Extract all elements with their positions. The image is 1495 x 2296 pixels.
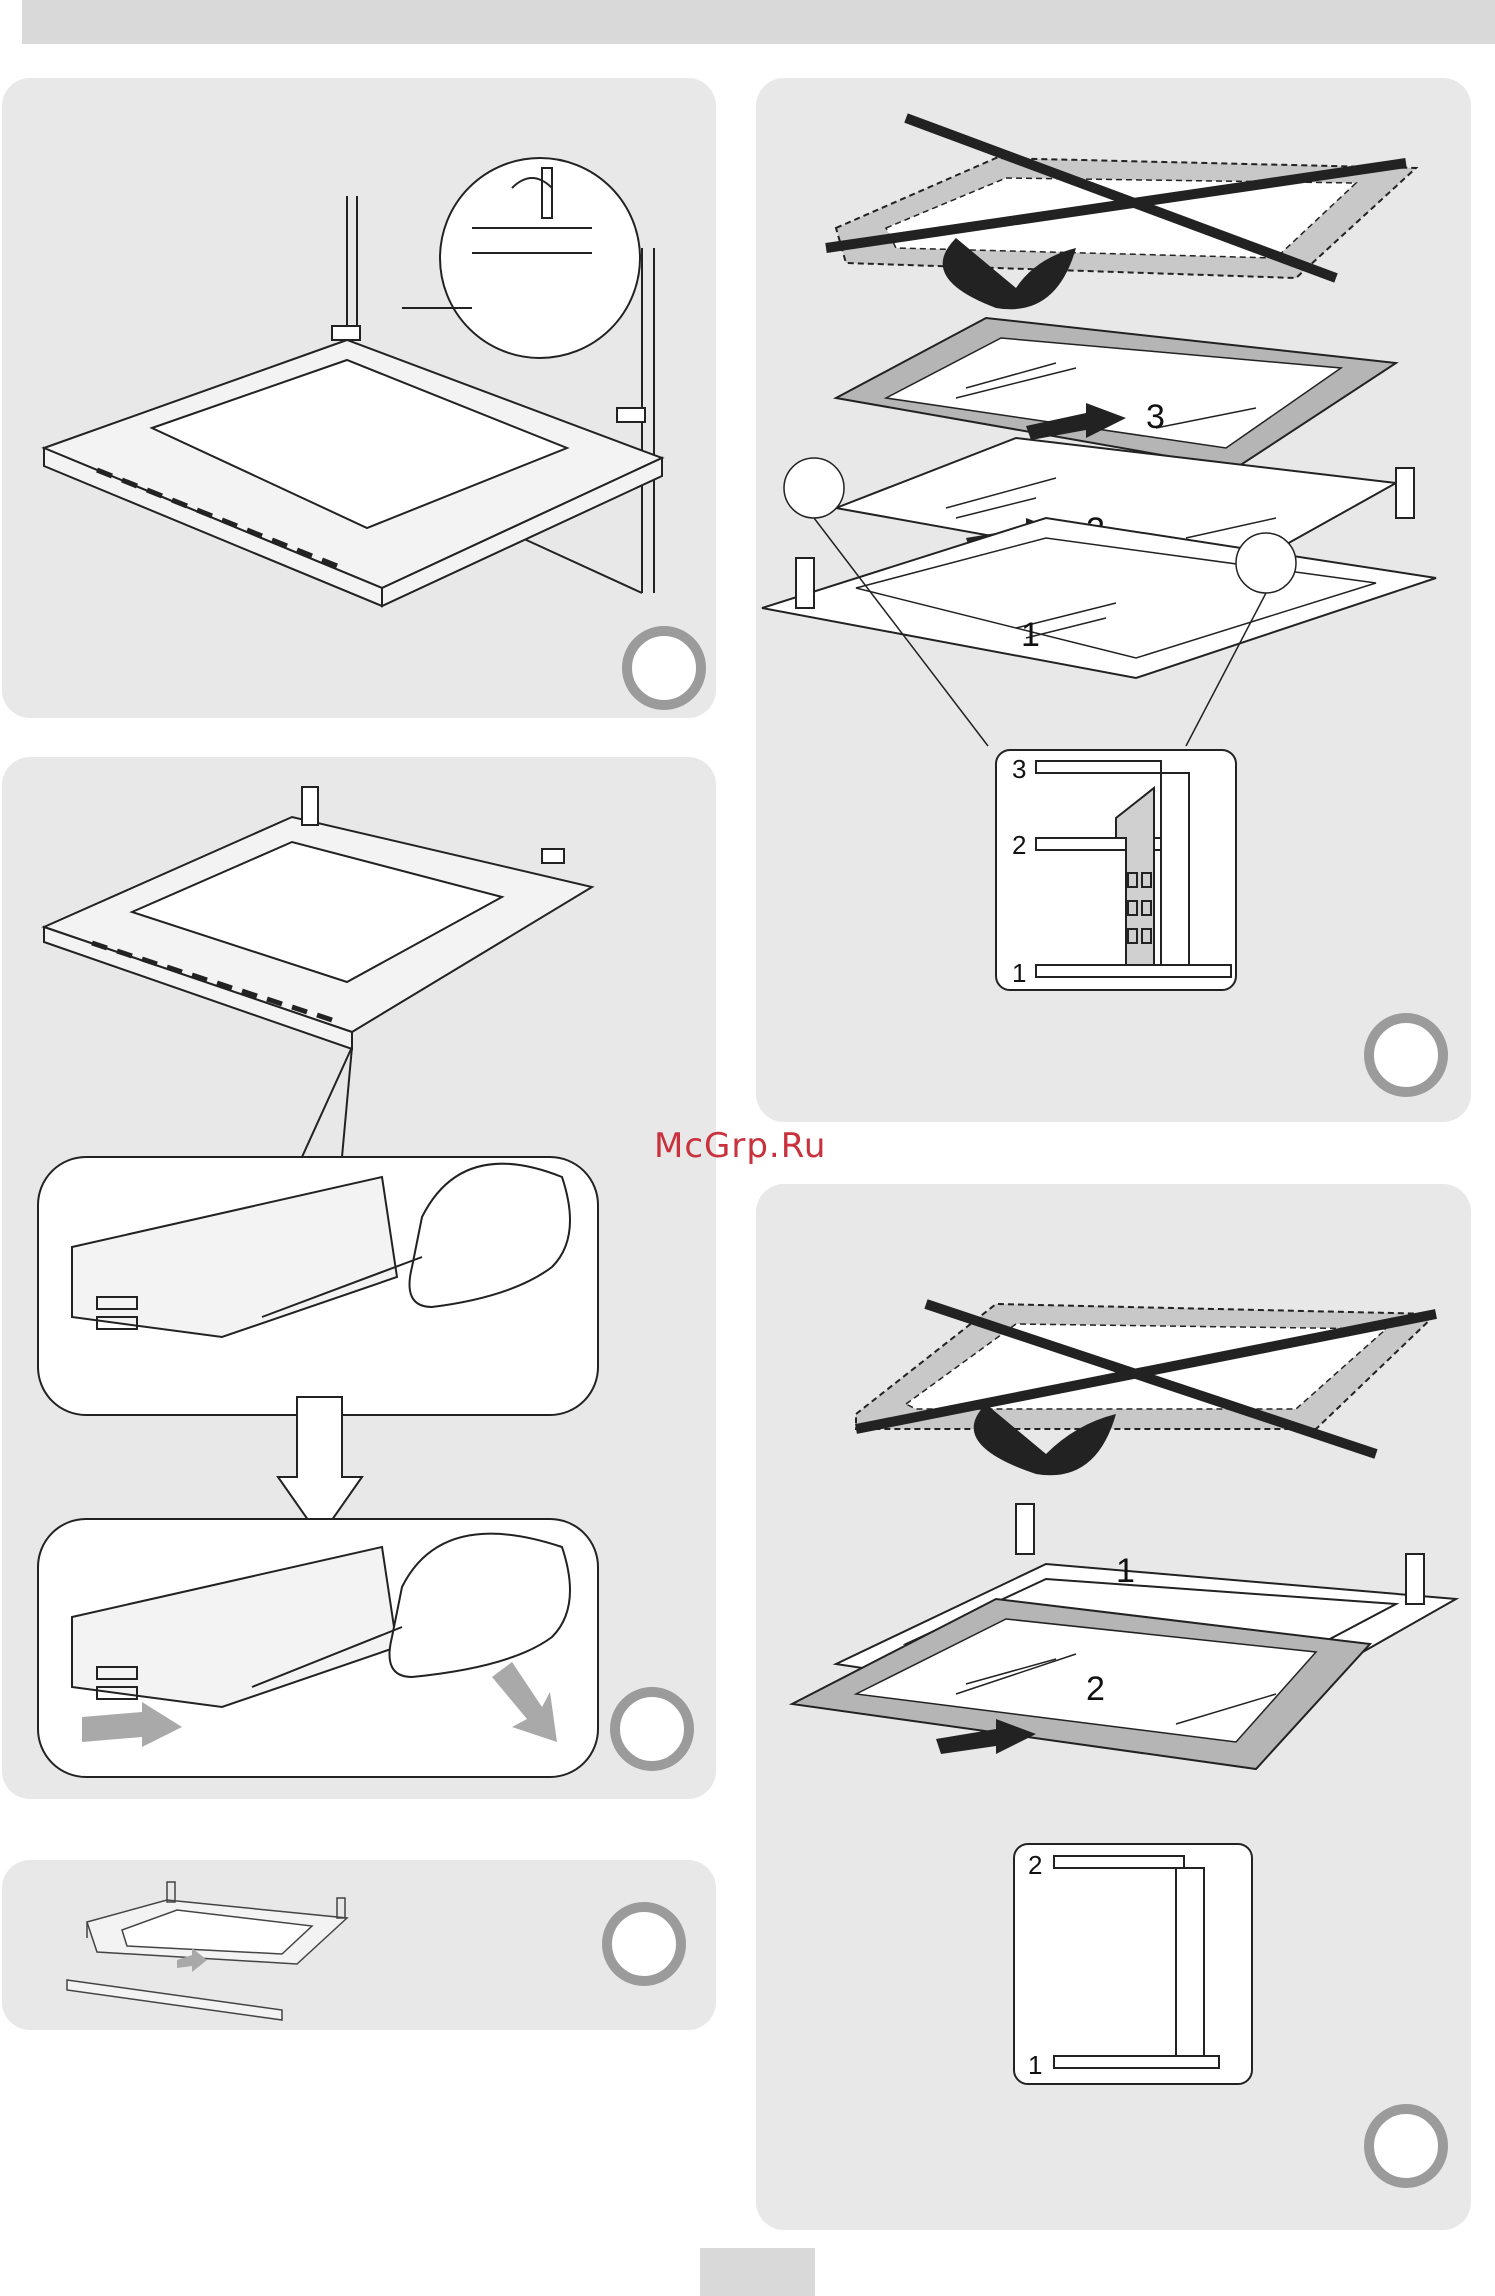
step-indicator-1 (622, 626, 706, 710)
detail-label-2: 2 (1012, 830, 1026, 860)
illustration-open-door (2, 78, 716, 718)
detail-label-2b: 2 (1028, 1850, 1042, 1880)
step-indicator-2 (610, 1687, 694, 1771)
detail-label-1: 1 (1012, 958, 1026, 988)
detail-label-1b: 1 (1028, 2050, 1042, 2080)
illustration-remove-frame (2, 757, 716, 1799)
header-bar (22, 0, 1495, 44)
step-indicator-5 (1364, 2104, 1448, 2188)
panel-removed-parts (2, 1860, 716, 2030)
step-indicator-3 (602, 1902, 686, 1986)
panel-glass-three: 3 2 1 3 (756, 78, 1471, 1122)
panel-remove-frame (2, 757, 716, 1799)
watermark: McGrp.Ru (654, 1126, 854, 1166)
illustration-glass-three: 3 2 1 3 (756, 78, 1471, 1122)
illustration-glass-two: 1 2 2 1 (756, 1184, 1471, 2230)
label-pane-3: 3 (1146, 398, 1165, 436)
page-number-tab (700, 2248, 815, 2296)
label-frame-1: 1 (1116, 1552, 1135, 1590)
detail-label-3: 3 (1012, 754, 1026, 784)
panel-open-door (2, 78, 716, 718)
label-pane-2b: 2 (1086, 1670, 1105, 1708)
step-indicator-4 (1364, 1013, 1448, 1097)
label-pane-1: 1 (1021, 616, 1040, 654)
panel-glass-two: 1 2 2 1 (756, 1184, 1471, 2230)
